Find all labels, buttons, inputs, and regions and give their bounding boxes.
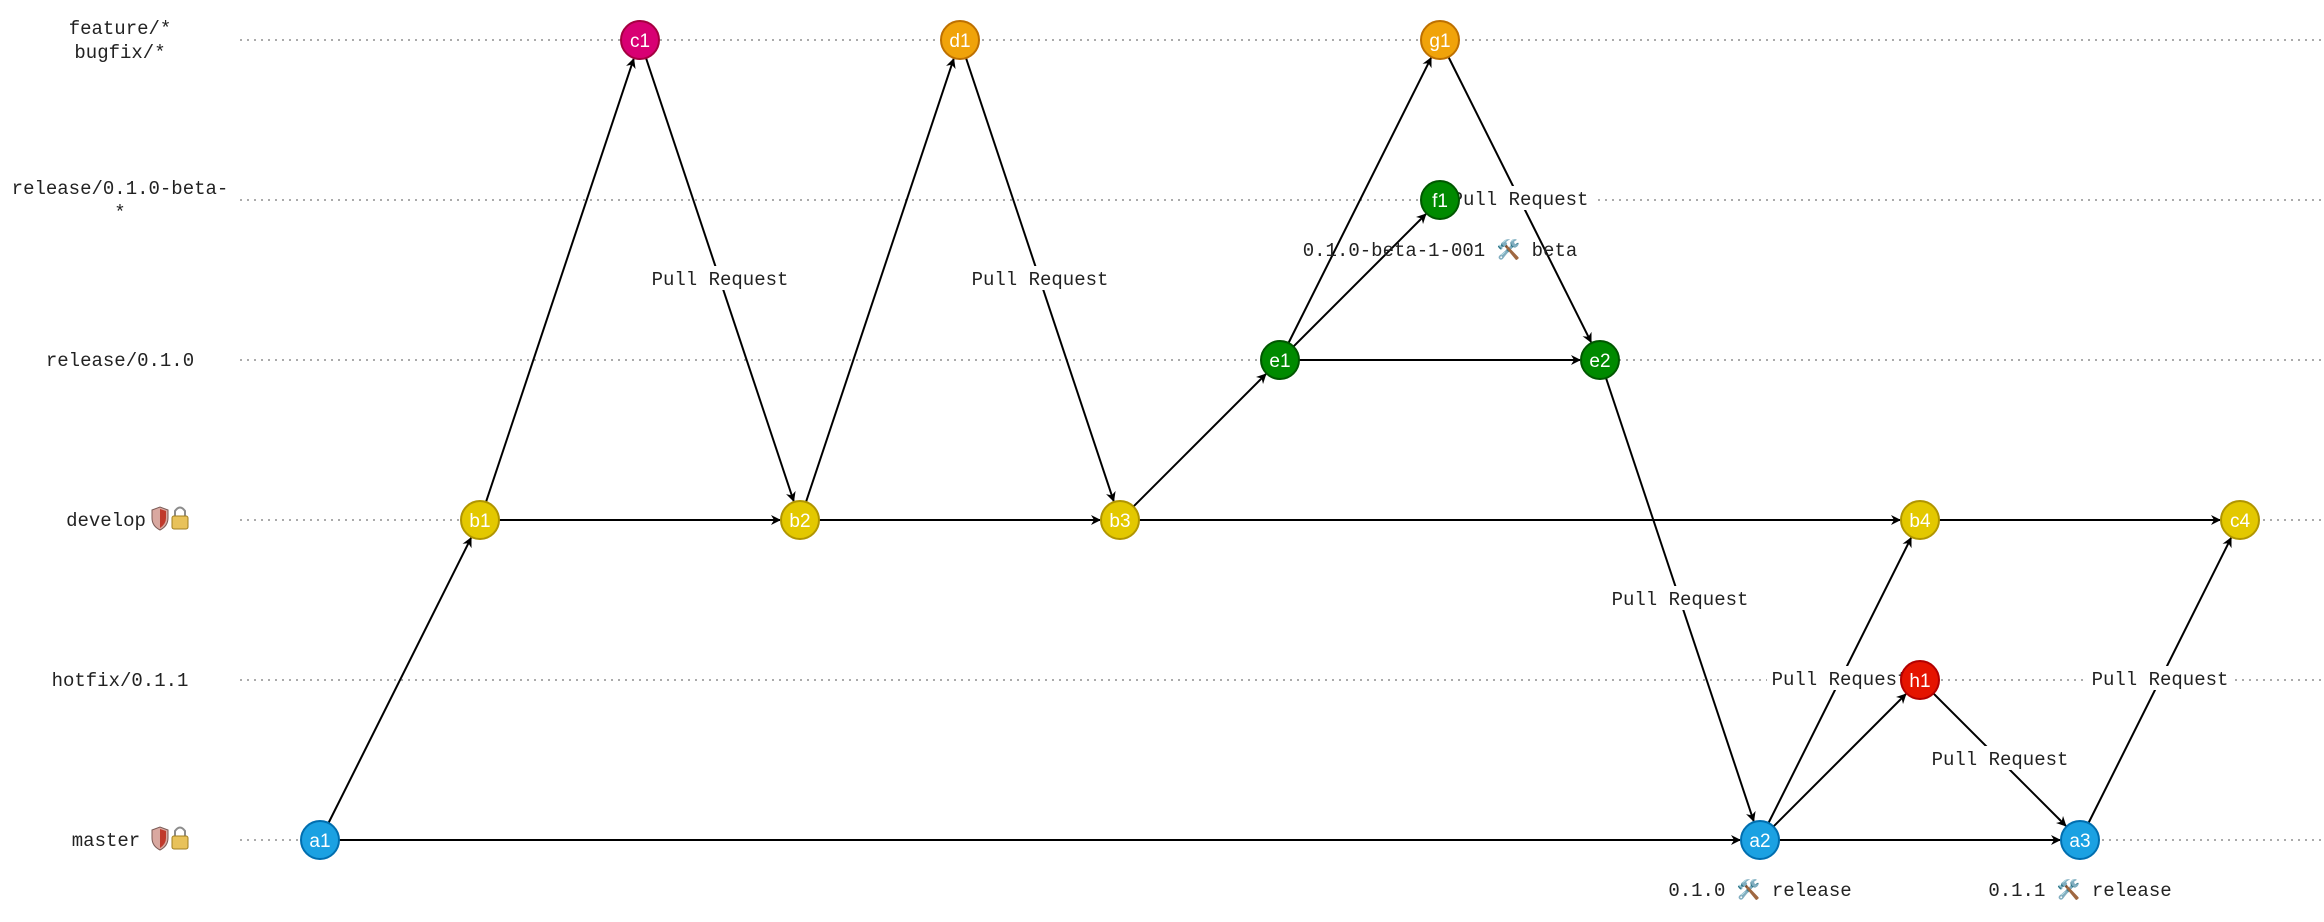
commit-node-c4[interactable] <box>2220 500 2260 540</box>
edge-label-pull-request: Pull Request <box>1452 189 1589 211</box>
commit-label-a1: a1 <box>309 831 330 852</box>
tag-label-a3: 0.1.1 🛠️ release <box>1988 878 2171 902</box>
edge-label-bg <box>1927 746 2073 770</box>
edge-label-bg <box>1447 186 1593 210</box>
branch-label-beta: release/0.1.0-beta- <box>12 178 229 200</box>
edge-b1-c1 <box>485 58 636 503</box>
commit-node-a3[interactable] <box>2060 820 2100 860</box>
commit-node-f1[interactable] <box>1420 180 1460 220</box>
commit-node-a2[interactable] <box>1740 820 1780 860</box>
commit-d1[interactable]: d1 <box>940 20 980 60</box>
branch-label-hotfix: hotfix/0.1.1 <box>52 670 189 692</box>
commit-a1[interactable]: a1 <box>300 820 340 860</box>
commit-e1[interactable]: e1 <box>1260 340 1300 380</box>
edge-label-bg <box>1607 586 1753 610</box>
edge-label-pull-request: Pull Request <box>652 269 789 291</box>
commit-node-g1[interactable] <box>1420 20 1460 60</box>
commit-label-b1: b1 <box>469 511 490 532</box>
commit-node-h1[interactable] <box>1900 660 1940 700</box>
commit-label-f1: f1 <box>1432 191 1448 212</box>
tag-label-a2: 0.1.0 🛠️ release <box>1668 878 1851 902</box>
commit-c4[interactable]: c4 <box>2220 500 2260 540</box>
edge-label-pull-request: Pull Request <box>2092 669 2229 691</box>
commit-node-c1[interactable] <box>620 20 660 60</box>
commit-b4[interactable]: b4 <box>1900 500 1940 540</box>
commit-label-c4: c4 <box>2230 511 2251 532</box>
edge-b3-e1 <box>1132 373 1267 508</box>
branch-label-feature: bugfix/* <box>74 42 165 64</box>
lock-icon <box>171 506 189 530</box>
branch-label-release: release/0.1.0 <box>46 350 194 372</box>
commit-node-b2[interactable] <box>780 500 820 540</box>
edge-label-pull-request: Pull Request <box>972 269 1109 291</box>
commit-c1[interactable]: c1 <box>620 20 660 60</box>
commit-label-a2: a2 <box>1749 831 1770 852</box>
tag-labels: 0.1.0-beta-1-001 🛠️ beta 0.1.0 🛠️ release… <box>1303 238 2172 902</box>
commit-label-e2: e2 <box>1589 351 1610 372</box>
commit-node-b3[interactable] <box>1100 500 1140 540</box>
commit-label-b4: b4 <box>1909 511 1931 532</box>
edge-label-bg <box>967 266 1113 290</box>
tag-label-f1: 0.1.0-beta-1-001 🛠️ beta <box>1303 238 1578 262</box>
commit-node-b1[interactable] <box>460 500 500 540</box>
commit-label-g1: g1 <box>1429 31 1450 52</box>
commit-label-a3: a3 <box>2069 831 2090 852</box>
shield-icon <box>151 826 169 851</box>
commit-label-c1: c1 <box>630 31 650 52</box>
edge-label-bg <box>2087 666 2233 690</box>
commit-e2[interactable]: e2 <box>1580 340 1620 380</box>
edge-e1-g1 <box>1287 56 1432 344</box>
edge-label-pull-request: Pull Request <box>1932 749 2069 771</box>
commit-b2[interactable]: b2 <box>780 500 820 540</box>
lock-icon <box>171 826 189 850</box>
commit-nodes: a1 b1 c1 b2 d1 b3 e1 g1 f1 e2 a2 b4 h1 a3 c4 <box>300 20 2260 860</box>
commit-node-e1[interactable] <box>1260 340 1300 380</box>
commit-b1[interactable]: b1 <box>460 500 500 540</box>
edge-a2-h1 <box>1772 693 1907 828</box>
commit-label-b3: b3 <box>1109 511 1130 532</box>
commit-label-h1: h1 <box>1909 671 1930 692</box>
commit-node-e2[interactable] <box>1580 340 1620 380</box>
commit-node-b4[interactable] <box>1900 500 1940 540</box>
edge-label-pull-request: Pull Request <box>1772 669 1909 691</box>
commit-label-b2: b2 <box>789 511 810 532</box>
commit-edges <box>327 56 2232 845</box>
commit-label-e1: e1 <box>1269 351 1290 372</box>
branch-label-develop: develop <box>66 510 146 532</box>
commit-a3[interactable]: a3 <box>2060 820 2100 860</box>
commit-node-a1[interactable] <box>300 820 340 860</box>
edge-a1-b1 <box>327 536 472 824</box>
edge-e1-f1 <box>1292 213 1427 348</box>
edge-label-pull-request: Pull Request <box>1612 589 1749 611</box>
branch-label-beta: * <box>114 202 125 224</box>
branch-label-feature: feature/* <box>69 18 172 40</box>
commit-node-d1[interactable] <box>940 20 980 60</box>
commit-a2[interactable]: a2 <box>1740 820 1780 860</box>
commit-h1[interactable]: h1 <box>1900 660 1940 700</box>
shield-icon <box>151 506 169 531</box>
edge-label-bg <box>1767 666 1913 690</box>
edge-label-bg <box>647 266 793 290</box>
commit-f1[interactable]: f1 <box>1420 180 1460 220</box>
branch-label-master: master <box>72 830 140 852</box>
edge-b2-d1 <box>805 58 956 503</box>
commit-g1[interactable]: g1 <box>1420 20 1460 60</box>
commit-b3[interactable]: b3 <box>1100 500 1140 540</box>
branch-lanes: feature/*bugfix/* release/0.1.0-beta-* rel… <box>12 18 2324 852</box>
commit-label-d1: d1 <box>949 31 970 52</box>
